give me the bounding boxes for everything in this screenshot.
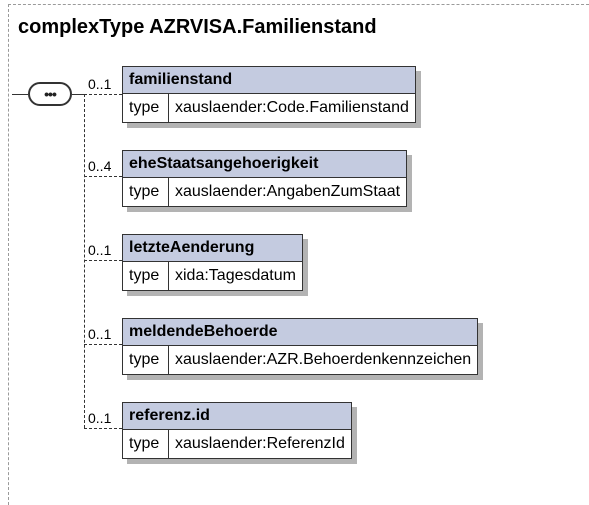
element-name: eheStaatsangehoerigkeit: [123, 151, 407, 178]
type-value: xauslaender:AngabenZumStaat: [175, 183, 401, 200]
branch-eheStaatsangehoerigkeit: [84, 176, 122, 177]
sequence-trunk: [84, 94, 85, 428]
type-value: xauslaender:Code.Familienstand: [175, 99, 409, 116]
type-value: xauslaender:ReferenzId: [175, 435, 345, 452]
element-letzteAenderung[interactable]: letzteAenderung type xida:Tagesdatum: [122, 234, 308, 296]
type-label: type: [123, 346, 169, 374]
diagram-frame: [8, 4, 589, 505]
type-label: type: [123, 94, 169, 122]
element-meldendeBehoerde[interactable]: meldendeBehoerde type xauslaender:AZR.Be…: [122, 318, 484, 380]
branch-meldendeBehoerde: [84, 344, 122, 345]
type-label: type: [123, 262, 169, 290]
type-value: xida:Tagesdatum: [175, 267, 296, 284]
type-value: xauslaender:AZR.Behoerdenkennzeichen: [175, 351, 472, 368]
multiplicity-label: 0..4: [88, 158, 112, 174]
diagram-title: complexType AZRVISA.Familienstand: [18, 16, 377, 38]
branch-referenz-id: [84, 428, 122, 429]
sequence-compositor-icon[interactable]: •••: [28, 82, 72, 106]
element-name: familienstand: [123, 67, 415, 94]
type-label: type: [123, 430, 169, 458]
connector-out: [72, 94, 84, 95]
type-label: type: [123, 178, 169, 206]
multiplicity-label: 0..1: [88, 242, 112, 258]
element-familienstand[interactable]: familienstand type xauslaender:Code.Fami…: [122, 66, 421, 128]
element-eheStaatsangehoerigkeit[interactable]: eheStaatsangehoerigkeit type xauslaender…: [122, 150, 413, 212]
element-name: referenz.id: [123, 403, 351, 430]
branch-letzteAenderung: [84, 260, 122, 261]
multiplicity-label: 0..1: [88, 326, 112, 342]
branch-familienstand: [84, 94, 122, 95]
multiplicity-label: 0..1: [88, 410, 112, 426]
element-referenz-id[interactable]: referenz.id type xauslaender:ReferenzId: [122, 402, 357, 464]
connector-in: [12, 94, 28, 95]
element-name: letzteAenderung: [123, 235, 302, 262]
multiplicity-label: 0..1: [88, 76, 112, 92]
element-name: meldendeBehoerde: [123, 319, 478, 346]
sequence-dots: •••: [44, 86, 57, 102]
